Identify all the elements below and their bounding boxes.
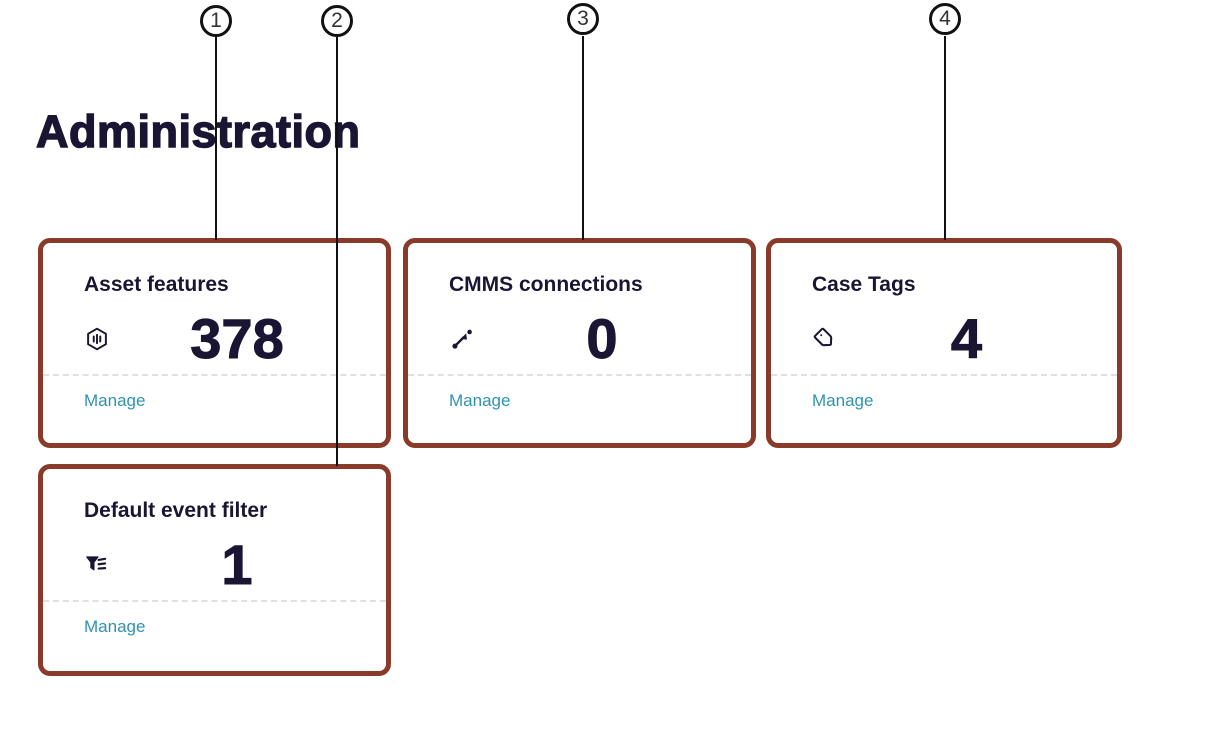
stat-row: 1	[84, 533, 360, 596]
stat-row: 4	[812, 307, 1091, 370]
card-title: Case Tags	[812, 273, 916, 296]
callout-badge-1: 1	[200, 5, 232, 37]
callout-number: 2	[331, 9, 343, 32]
card-divider	[43, 374, 386, 376]
callout-number: 3	[577, 7, 589, 30]
stat-value: 0	[586, 307, 618, 370]
cmms-connections-card-body: CMMS connections 0	[408, 243, 751, 374]
case-tags-card: Case Tags 4 Manage	[766, 238, 1122, 448]
stat-value: 1	[221, 533, 253, 596]
card-footer: Manage	[43, 376, 386, 443]
case-tags-card-body: Case Tags 4	[771, 243, 1117, 374]
asset-hexagon-icon	[84, 326, 114, 352]
card-footer: Manage	[408, 376, 751, 443]
card-title: CMMS connections	[449, 273, 643, 296]
card-footer: Manage	[43, 602, 386, 671]
tag-icon	[812, 326, 842, 352]
card-title: Default event filter	[84, 499, 268, 522]
callout-number: 4	[939, 7, 951, 30]
connection-arrow-icon	[449, 326, 479, 352]
callout-number: 1	[210, 9, 222, 32]
asset-features-manage-link[interactable]: Manage	[84, 391, 146, 410]
default-event-filter-card-body: Default event filter 1	[43, 469, 386, 600]
callout-line-3	[582, 36, 584, 240]
stat-value: 378	[190, 307, 284, 370]
callout-badge-3: 3	[567, 3, 599, 35]
callout-badge-4: 4	[929, 3, 961, 35]
card-divider	[771, 374, 1117, 376]
default-event-filter-manage-link[interactable]: Manage	[84, 617, 146, 636]
card-divider	[43, 600, 386, 602]
cmms-connections-manage-link[interactable]: Manage	[449, 391, 511, 410]
card-title: Asset features	[84, 273, 229, 296]
cmms-connections-card: CMMS connections 0 Manage	[403, 238, 756, 448]
asset-features-card-body: Asset features 378	[43, 243, 386, 374]
card-footer: Manage	[771, 376, 1117, 443]
stat-value: 4	[950, 307, 983, 370]
asset-features-card: Asset features 378 Manage	[38, 238, 391, 448]
case-tags-manage-link[interactable]: Manage	[812, 391, 874, 410]
filter-icon	[84, 552, 114, 578]
page-title: Administration	[35, 105, 361, 157]
callout-badge-2: 2	[321, 5, 353, 37]
callout-line-2	[336, 37, 338, 466]
callout-line-4	[944, 36, 946, 240]
card-divider	[408, 374, 751, 376]
default-event-filter-card: Default event filter 1 Manage	[38, 464, 391, 676]
stat-row: 0	[449, 307, 725, 370]
callout-line-1	[215, 37, 217, 240]
stat-row: 378	[84, 307, 360, 370]
